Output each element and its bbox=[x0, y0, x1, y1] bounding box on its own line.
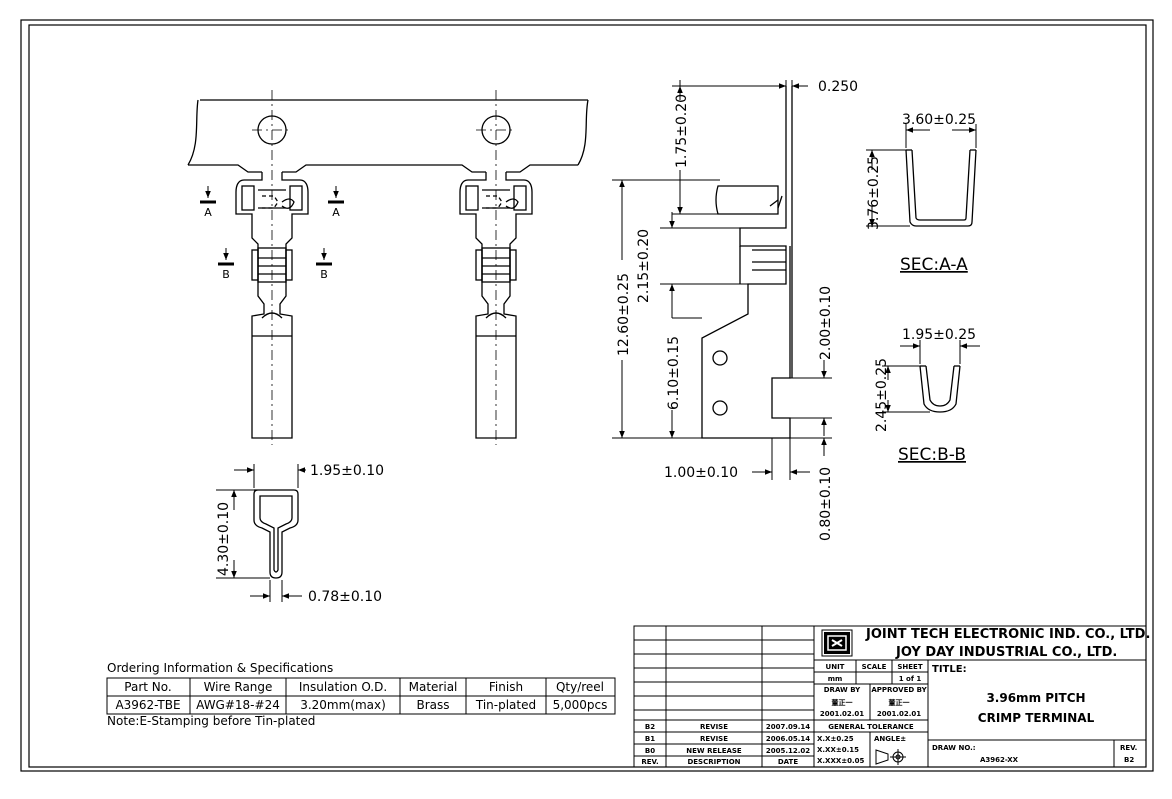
dim-2-00: 2.00±0.10 bbox=[818, 286, 834, 360]
projection-symbol-icon bbox=[875, 749, 906, 765]
unit-label: UNIT bbox=[826, 663, 845, 671]
general-tolerance: GENERAL TOLERANCE bbox=[828, 723, 914, 731]
unit-value: mm bbox=[828, 675, 843, 683]
angle-label: ANGLE± bbox=[874, 735, 906, 743]
revision-desc-b0: NEW RELEASE bbox=[686, 747, 742, 755]
revision-rev-b1: B1 bbox=[645, 735, 655, 743]
title-line-1: 3.96mm PITCH bbox=[986, 691, 1085, 705]
dim-0-78: 0.78±0.10 bbox=[308, 589, 382, 605]
dim-3-76: 3.76±0.25 bbox=[866, 156, 882, 230]
drawn-by-label: DRAW BY bbox=[824, 686, 861, 694]
ordering-note: Note:E-Stamping before Tin-plated bbox=[107, 714, 315, 728]
revision-date-b0: 2005.12.02 bbox=[766, 747, 810, 755]
draw-no: A3962-XX bbox=[980, 756, 1019, 764]
dim-2-15: 2.15±0.20 bbox=[636, 229, 652, 303]
revision-desc-b1: REVISE bbox=[700, 735, 728, 743]
terminal-2 bbox=[459, 172, 533, 439]
revision-desc-b2: REVISE bbox=[700, 723, 728, 731]
inner-border bbox=[28, 24, 1147, 768]
approved-by-label: APPROVED BY bbox=[871, 686, 927, 694]
tolerance-1: X.X±0.25 bbox=[817, 735, 854, 743]
sheet-value: 1 of 1 bbox=[899, 675, 922, 683]
terminal-side-view bbox=[701, 86, 793, 439]
ordering-header-qty: Qty/reel bbox=[556, 680, 604, 694]
dim-1-95-section: 1.95±0.25 bbox=[902, 327, 976, 343]
section-a-a-label: SEC:A-A bbox=[900, 255, 968, 275]
ordering-cell-part-no: A3962-TBE bbox=[115, 698, 180, 712]
ordering-cell-wire-range: AWG#18-#24 bbox=[196, 698, 280, 712]
title-block bbox=[633, 625, 1147, 768]
company-logo bbox=[824, 632, 850, 654]
ordering-header-wire-range: Wire Range bbox=[204, 680, 273, 694]
section-marker-a-right: A bbox=[332, 206, 340, 219]
drawn-by-date: 2001.02.01 bbox=[820, 710, 864, 718]
revision-date-b2: 2007.09.14 bbox=[766, 723, 810, 731]
ordering-heading: Ordering Information & Specifications bbox=[107, 661, 333, 675]
company-name-2: JOY DAY INDUSTRIAL CO., LTD. bbox=[895, 645, 1117, 660]
section-a-a-view bbox=[866, 124, 977, 227]
dim-1-75: 1.75±0.20 bbox=[674, 94, 690, 168]
terminal-1 bbox=[235, 172, 309, 439]
revision-header-desc: DESCRIPTION bbox=[687, 758, 740, 766]
section-markers bbox=[200, 186, 344, 266]
ordering-header-finish: Finish bbox=[489, 680, 523, 694]
dim-12-60: 12.60±0.25 bbox=[616, 273, 632, 356]
revision-rev-b2: B2 bbox=[645, 723, 655, 731]
dim-0-80: 0.80±0.10 bbox=[818, 467, 834, 541]
dim-thickness: 0.250 bbox=[818, 79, 858, 95]
ordering-cell-finish: Tin-plated bbox=[475, 698, 536, 712]
company-name-1: JOINT TECH ELECTRONIC IND. CO., LTD. bbox=[865, 627, 1150, 642]
scale-label: SCALE bbox=[862, 663, 887, 671]
terminal-front-view bbox=[187, 90, 589, 445]
dim-2-45: 2.45±0.25 bbox=[874, 358, 890, 432]
ordering-cell-qty: 5,000pcs bbox=[553, 698, 608, 712]
tolerance-3: X.XXX±0.05 bbox=[817, 757, 865, 765]
dim-4-30: 4.30±0.10 bbox=[216, 502, 232, 576]
sheet-label: SHEET bbox=[897, 663, 922, 671]
title-label: TITLE: bbox=[932, 664, 967, 675]
section-marker-b-left: B bbox=[222, 268, 230, 281]
ordering-table bbox=[106, 677, 616, 715]
dim-3-60: 3.60±0.25 bbox=[902, 112, 976, 128]
dim-6-10: 6.10±0.15 bbox=[666, 336, 682, 410]
section-marker-a-left: A bbox=[204, 206, 212, 219]
outer-border bbox=[20, 19, 1154, 772]
title-line-2: CRIMP TERMINAL bbox=[978, 711, 1095, 725]
section-b-b-view bbox=[882, 340, 980, 413]
drawn-by-name: 董正一 bbox=[832, 698, 853, 707]
side-dimensions bbox=[612, 80, 832, 480]
revision-header-rev: REV. bbox=[641, 758, 658, 766]
section-b-b-label: SEC:B-B bbox=[898, 445, 966, 465]
section-marker-b-right: B bbox=[320, 268, 328, 281]
draw-no-label: DRAW NO.: bbox=[932, 744, 976, 752]
ordering-header-part-no: Part No. bbox=[124, 680, 171, 694]
revision-rev-b0: B0 bbox=[645, 747, 655, 755]
approved-by-name: 董正一 bbox=[889, 698, 910, 707]
ordering-header-insulation: Insulation O.D. bbox=[299, 680, 387, 694]
ordering-header-material: Material bbox=[409, 680, 458, 694]
tolerance-2: X.XX±0.15 bbox=[817, 746, 859, 754]
rev-label: REV. bbox=[1120, 744, 1137, 752]
revision-header-date: DATE bbox=[778, 758, 798, 766]
approved-by-date: 2001.02.01 bbox=[877, 710, 921, 718]
dim-1-95: 1.95±0.10 bbox=[310, 463, 384, 479]
ordering-cell-insulation: 3.20mm(max) bbox=[300, 698, 386, 712]
ordering-cell-material: Brass bbox=[416, 698, 449, 712]
revision-date-b1: 2006.05.14 bbox=[766, 735, 810, 743]
blank-profile-view bbox=[216, 464, 306, 602]
rev-value: B2 bbox=[1124, 756, 1134, 764]
dim-1-00: 1.00±0.10 bbox=[664, 465, 738, 481]
